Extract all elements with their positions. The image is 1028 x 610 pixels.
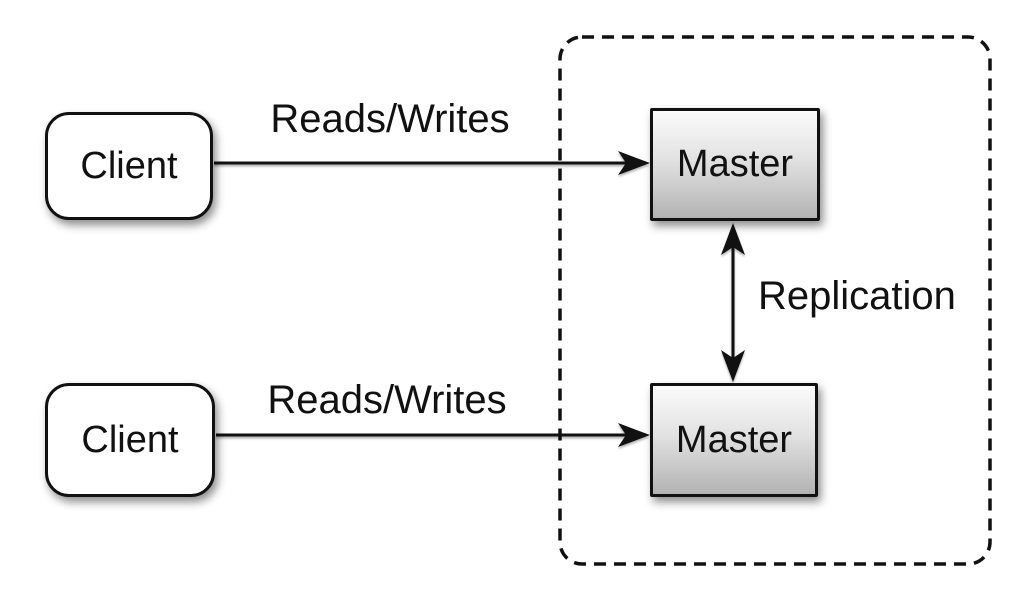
arrowhead-right-icon — [618, 423, 650, 447]
node-master-top: Master — [650, 108, 820, 221]
arrowhead-down-icon — [721, 350, 745, 382]
node-master-bottom: Master — [650, 383, 818, 497]
edge-replication — [721, 223, 745, 382]
node-master-top-label: Master — [676, 143, 794, 185]
edge-label-reads-writes-bottom: Reads/Writes — [267, 378, 507, 422]
edge-reads-writes-top — [214, 151, 650, 175]
node-client-bottom-label: Client — [81, 418, 179, 461]
edge-label-reads-writes-top: Reads/Writes — [270, 97, 510, 141]
node-client-top-label: Client — [80, 144, 178, 187]
edge-label-replication: Replication — [758, 274, 956, 318]
arrowhead-up-icon — [721, 223, 745, 255]
replication-group-boundary — [558, 35, 992, 566]
node-client-bottom: Client — [45, 383, 215, 497]
arrowhead-right-icon — [618, 151, 650, 175]
node-master-bottom-label: Master — [675, 418, 793, 461]
node-client-top: Client — [45, 112, 213, 220]
edge-reads-writes-bottom — [216, 423, 650, 447]
